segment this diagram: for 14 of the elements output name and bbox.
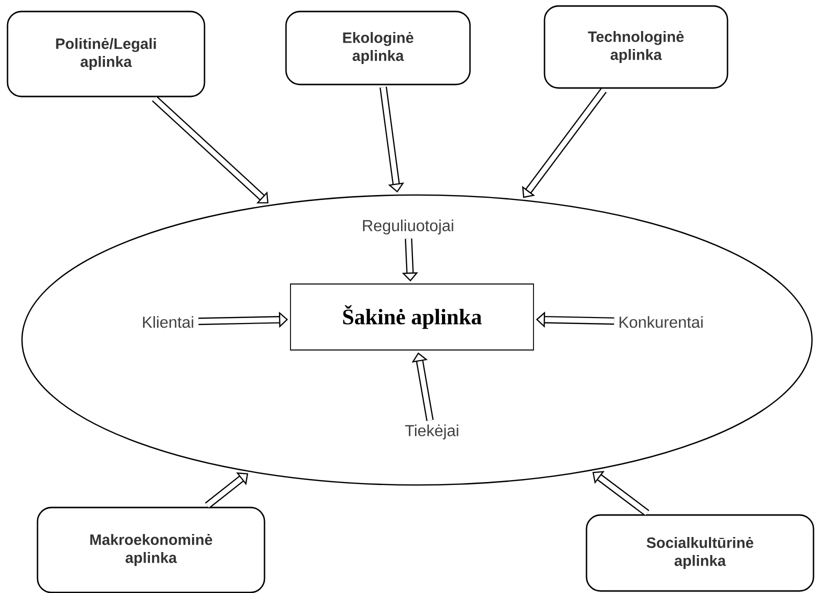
environment-box: Socialkultūrinė aplinka [586, 514, 814, 592]
block-arrow [152, 96, 268, 204]
block-arrow [205, 472, 248, 508]
force-label: Reguliuotojai [363, 220, 454, 234]
environment-box: Technologinė aplinka [544, 5, 728, 89]
center-box: Šakinė aplinka [290, 284, 534, 350]
force-label: Klientai [143, 316, 194, 328]
environment-box: Makroekonominė aplinka [36, 506, 266, 593]
force-label: Konkurentai [620, 316, 703, 328]
environment-box: Ekologinė aplinka [285, 10, 471, 86]
ellipse-outline [21, 194, 813, 486]
force-label: Tiekėjai [405, 424, 458, 440]
block-arrow [522, 88, 607, 198]
environment-box: Politinė/Legali aplinka [6, 10, 206, 98]
